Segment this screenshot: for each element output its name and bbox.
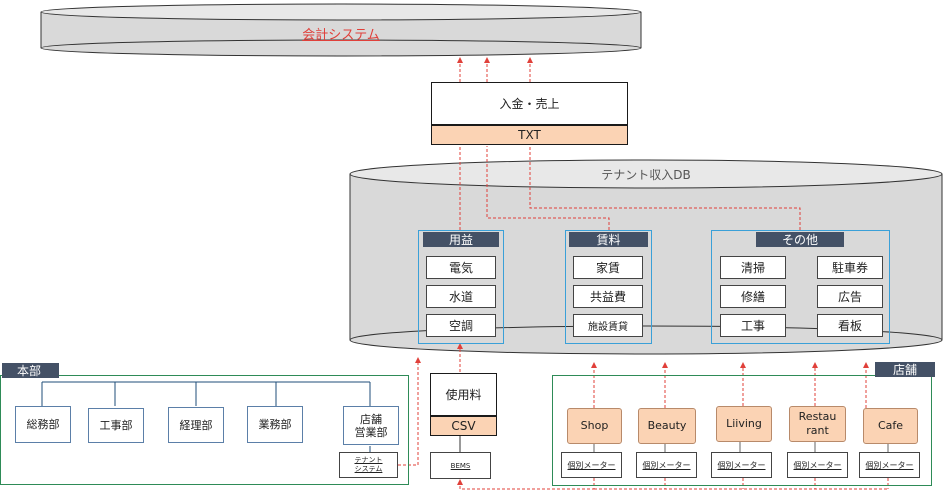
construction-dept: 工事部 (88, 408, 144, 443)
org-tree-lines (41, 381, 371, 452)
headquarters-header: 本部 (2, 363, 59, 378)
operations-dept: 業務部 (247, 406, 303, 443)
tenant-system-box: テナント システム (339, 452, 398, 478)
store-restaurant: Restau rant (789, 406, 846, 442)
utilities-group-header: 用益 (423, 232, 499, 247)
electricity-item: 電気 (426, 256, 496, 279)
accounting-dept: 経理部 (168, 407, 224, 443)
individual-meter-restaurant: 個別メーター (787, 452, 848, 478)
general-affairs-dept: 総務部 (15, 406, 71, 443)
rent-group-header: 賃料 (569, 232, 648, 247)
parking-ticket-item: 駐車券 (817, 256, 883, 279)
store-sales-dept: 店舗 営業部 (343, 406, 399, 445)
store-living: Liiving (716, 406, 772, 442)
usage-fee-label: 使用料 (445, 388, 482, 402)
stores-group (552, 375, 932, 486)
other-group-header: その他 (756, 232, 844, 247)
rent-group (565, 230, 652, 344)
other-group (711, 230, 890, 344)
headquarters-group (0, 375, 409, 485)
facility-rental-item: 施設賃貸 (573, 314, 643, 337)
cleaning-item: 清掃 (720, 256, 786, 279)
individual-meter-living: 個別メーター (711, 452, 772, 478)
bems-box: BEMS (430, 452, 491, 479)
water-item: 水道 (426, 285, 496, 308)
store-meter-connectors (593, 442, 889, 452)
construction-item: 工事 (720, 314, 786, 337)
individual-meter-beauty: 個別メーター (636, 452, 697, 478)
store-cafe: Cafe (863, 408, 918, 444)
repair-item: 修繕 (720, 285, 786, 308)
individual-meter-cafe: 個別メーター (859, 452, 920, 478)
tenant-db-label: テナント収入DB (601, 167, 691, 182)
store-shop: Shop (567, 408, 622, 444)
store-beauty: Beauty (638, 408, 696, 444)
red-dashed-connectors (398, 57, 889, 490)
rent-item: 家賃 (573, 256, 643, 279)
usage-fee-box: 使用料 (430, 373, 497, 416)
signboard-item: 看板 (817, 314, 883, 337)
common-service-fee-item: 共益費 (573, 285, 643, 308)
accounting-system-label: 会計システム (302, 27, 380, 43)
deposit-sales-label: 入金・売上 (499, 97, 560, 111)
utilities-group (418, 230, 504, 344)
deposit-sales-box: 入金・売上 (431, 82, 628, 125)
csv-format-label: CSV (451, 419, 476, 433)
advertising-item: 広告 (817, 285, 883, 308)
txt-format-box: TXT (431, 125, 628, 145)
stores-header: 店舗 (875, 362, 935, 377)
air-conditioning-item: 空調 (426, 314, 496, 337)
individual-meter-shop: 個別メーター (561, 452, 622, 478)
accounting-cylinder (40, 3, 642, 57)
txt-format-label: TXT (518, 128, 541, 142)
csv-format-box: CSV (430, 416, 497, 436)
